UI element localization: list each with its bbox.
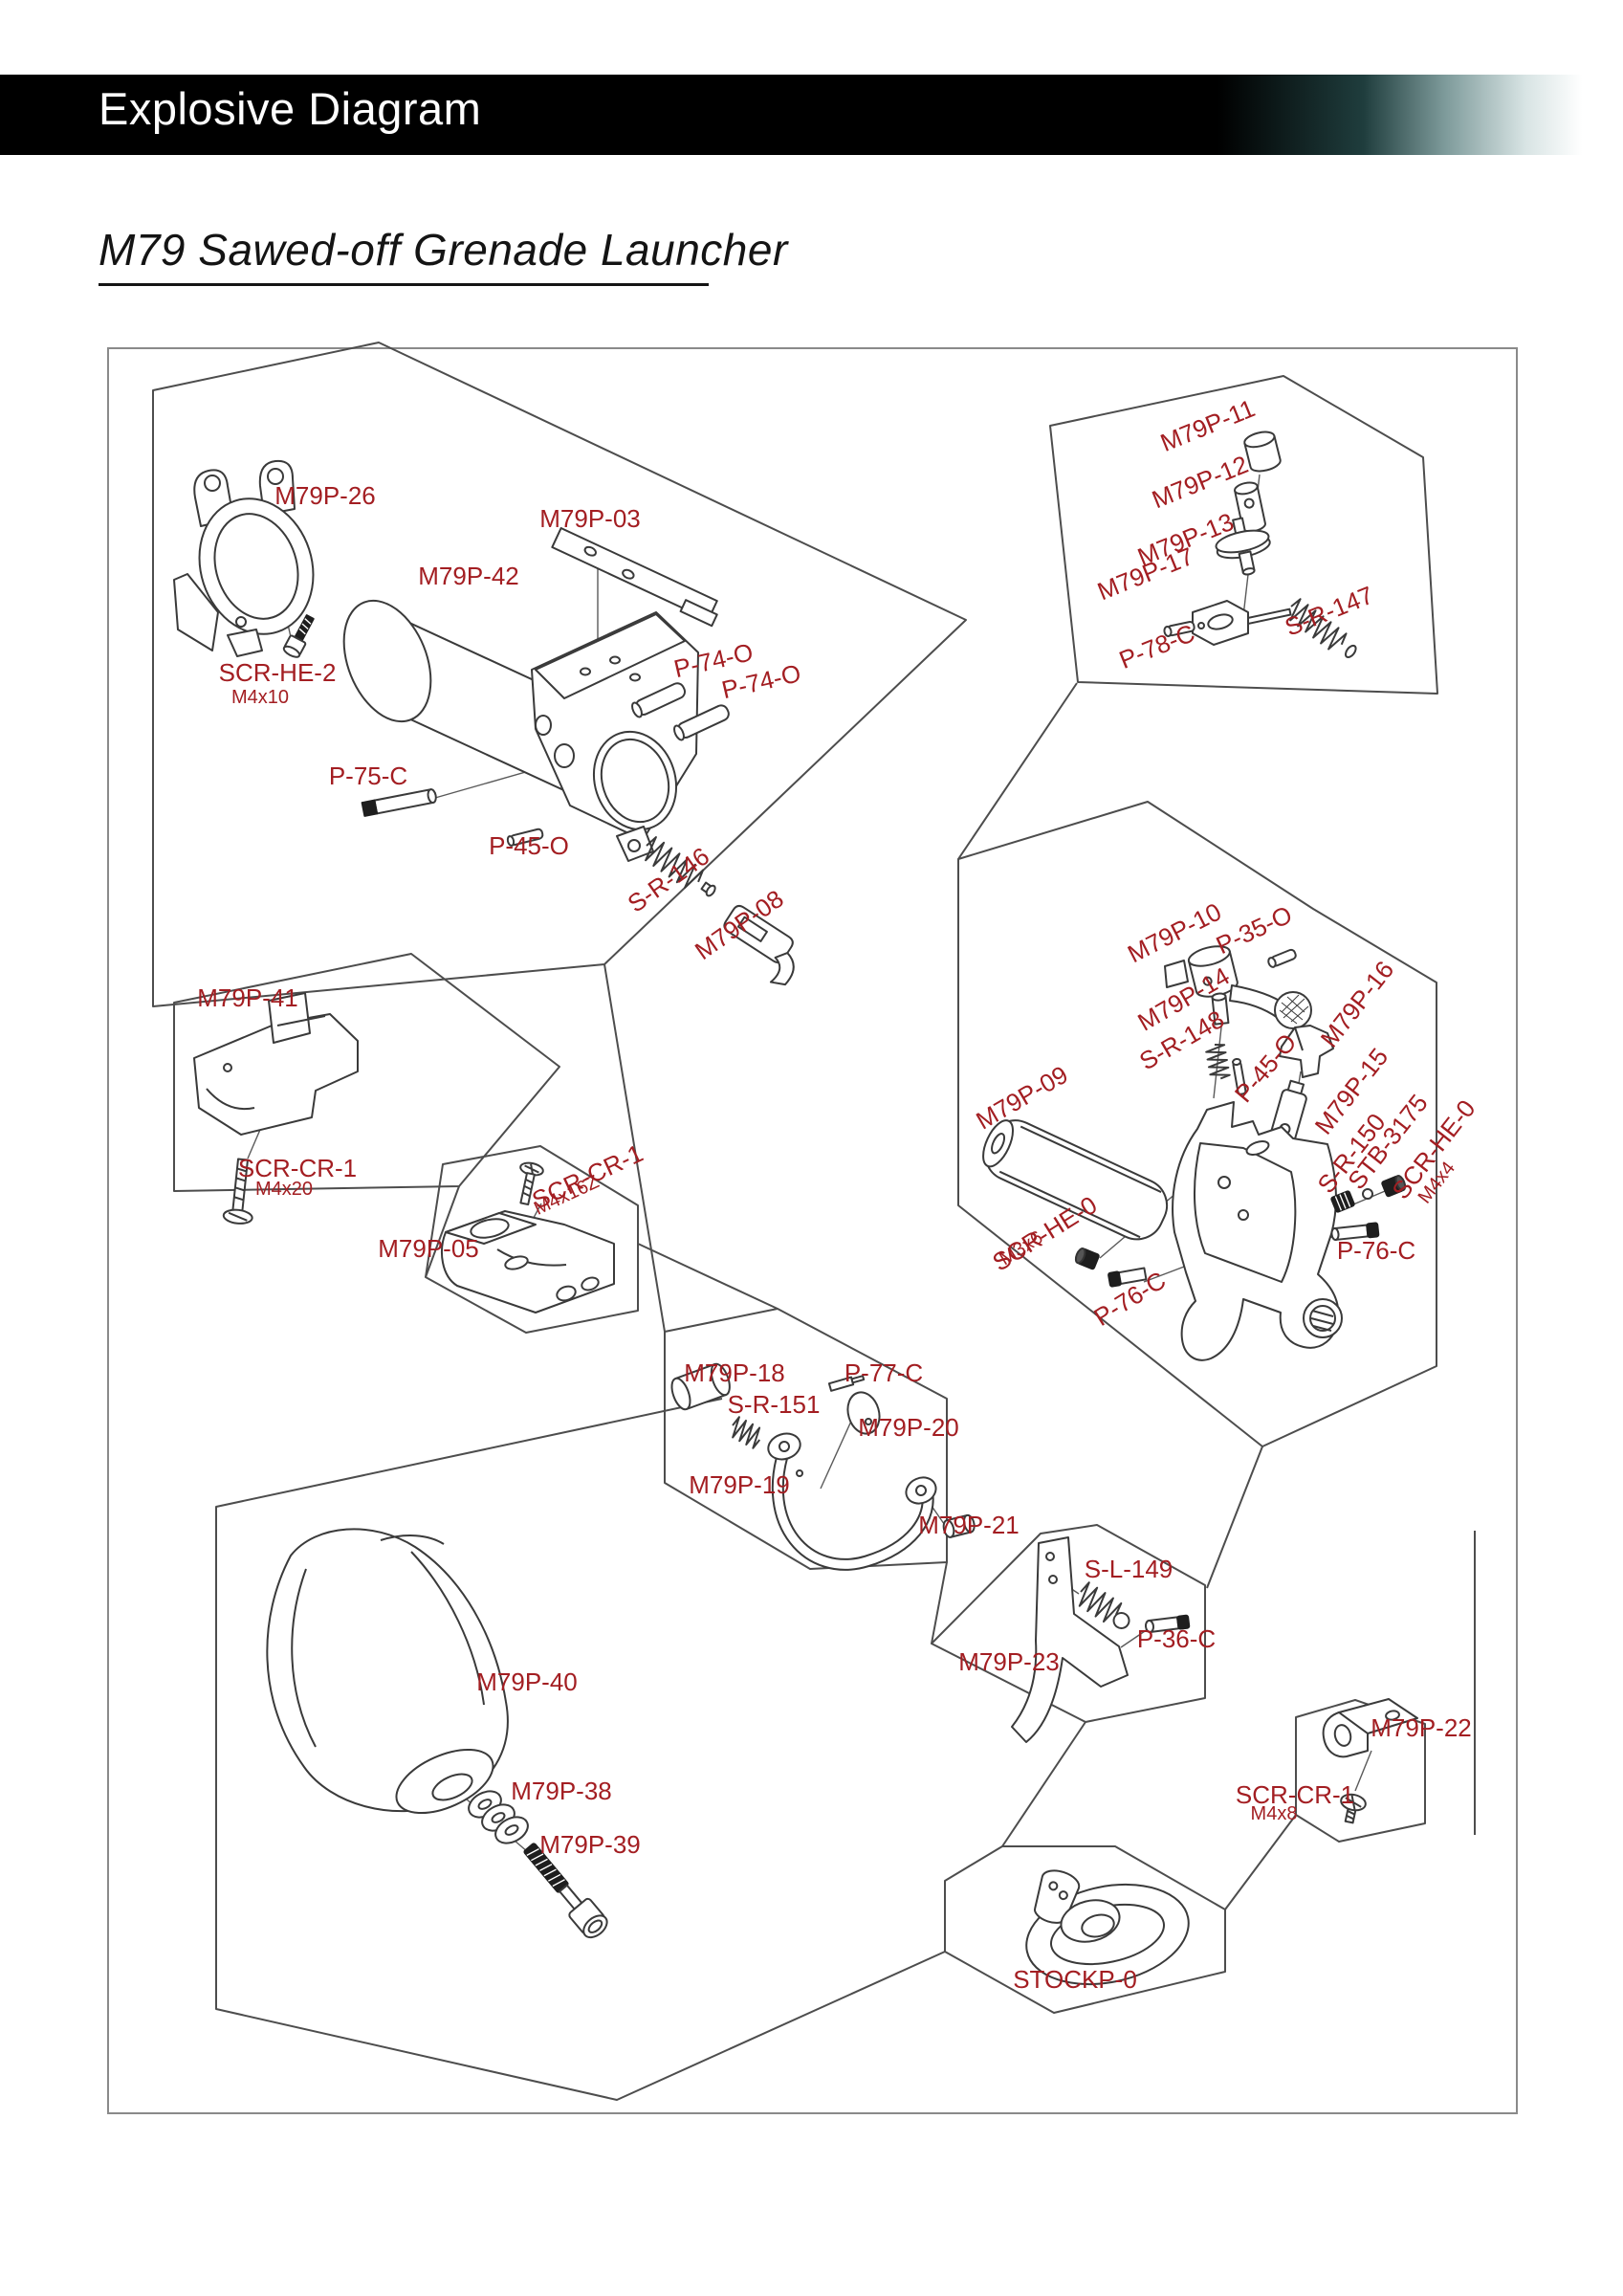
part-label: M79P-42 [418,562,519,590]
diagram-border [107,347,1518,2114]
pin-part [1330,1222,1380,1241]
part-label: M79P-22 [1371,1713,1472,1742]
spring-part [1289,598,1357,659]
pin-part [631,682,687,718]
part-label: P-45-O [489,831,569,860]
flat-screw-part [222,1158,253,1225]
page-title-underline [99,283,709,286]
barrel-tube-part [342,599,699,862]
valve-spindle-part [1215,517,1271,576]
part-label: P-76-C [1337,1236,1415,1265]
part-label: M79P-11 [1156,393,1259,457]
part-label: P-35-O [1212,900,1297,960]
flat-screw-part [519,1161,544,1206]
part-label: STOCKP-0 [1013,1965,1137,1994]
outer-barrel-part [982,1119,1169,1241]
trigger-part [1011,1536,1129,1743]
spring-part [645,836,716,897]
trigger-guard-part [767,1432,937,1571]
header-rule [478,200,1570,205]
part-label: M79P-23 [958,1647,1060,1676]
cap-part [1243,430,1282,473]
part-label: P-78-C [1115,618,1199,674]
latch-part [723,904,795,986]
part-label: M4x10 [231,687,289,708]
plug-part [942,1513,976,1538]
top-rail-part [551,527,718,628]
pistol-grip-part [266,1528,509,1815]
washers-part [468,1790,529,1844]
part-label: M79P-03 [539,504,641,533]
spring-part [732,1416,761,1449]
part-label: SCR-CR-1 [1236,1780,1354,1809]
part-label: M79P-39 [539,1830,641,1859]
part-label: M4x8 [1251,1803,1298,1824]
part-label: M79P-19 [689,1470,790,1499]
pin-part [361,788,437,817]
part-label: M79P-38 [511,1777,612,1805]
part-label: M79P-12 [1148,450,1252,514]
flat-screw-part [1340,1793,1367,1824]
page-title: M79 Sawed-off Grenade Launcher [99,225,788,275]
part-label: S-L-149 [1085,1555,1173,1583]
pin-part [673,704,730,741]
selector-part [1279,1025,1334,1078]
pin-part [506,828,544,847]
cylinder-part [1211,992,1230,1026]
part-label: M79P-16 [1315,956,1400,1053]
hammer-part [1164,945,1312,1029]
spring-part [1205,1044,1231,1080]
header-bar [0,75,1623,205]
barrel-clamp-part [173,459,315,657]
part-label: M79P-41 [197,983,298,1012]
sling-swivel-part [1025,1869,1190,1986]
part-label: M79P-20 [858,1413,959,1442]
part-label: M79P-40 [476,1667,578,1696]
trigger-frame-part [1172,1101,1343,1361]
set-screw-part [1381,1175,1407,1198]
pin-part [1267,948,1297,968]
part-label: SCR-CR-1 [238,1154,357,1182]
sling-bracket-part [1322,1698,1418,1758]
spring-part [1330,1190,1355,1213]
pin-part [827,1375,866,1392]
part-label: P-75-C [329,762,407,790]
pin-part [1232,1057,1247,1095]
hex-screw-part [282,614,315,658]
pin-part [1163,621,1195,637]
block-part [1192,600,1292,646]
part-label: M4x20 [255,1179,313,1200]
part-label: S-R-151 [728,1390,821,1419]
bushing-part [670,1362,731,1411]
pin-part [1144,1614,1191,1633]
rear-sight-part [193,992,359,1136]
part-label: P-77-C [844,1358,923,1387]
steel-ball-part [1362,1188,1373,1200]
part-label: M79P-26 [274,481,376,510]
part-label: M79P-05 [378,1234,479,1263]
part-label: S-R-147 [1281,581,1377,642]
latch-block-part [441,1210,615,1314]
part-label: P-36-C [1137,1624,1216,1653]
parts [173,430,1418,1986]
part-label: M79P-21 [918,1511,1020,1539]
grip-screw-part [523,1843,608,1939]
pin-part [1108,1267,1148,1288]
header-title: Explosive Diagram [99,83,482,134]
platform-outlines [152,342,1476,2101]
disc-part [846,1391,881,1435]
spring-part [1078,1581,1130,1629]
set-screw-part [1074,1247,1100,1270]
part-label: SCR-HE-2 [219,658,337,687]
part-label: M79P-18 [684,1358,785,1387]
